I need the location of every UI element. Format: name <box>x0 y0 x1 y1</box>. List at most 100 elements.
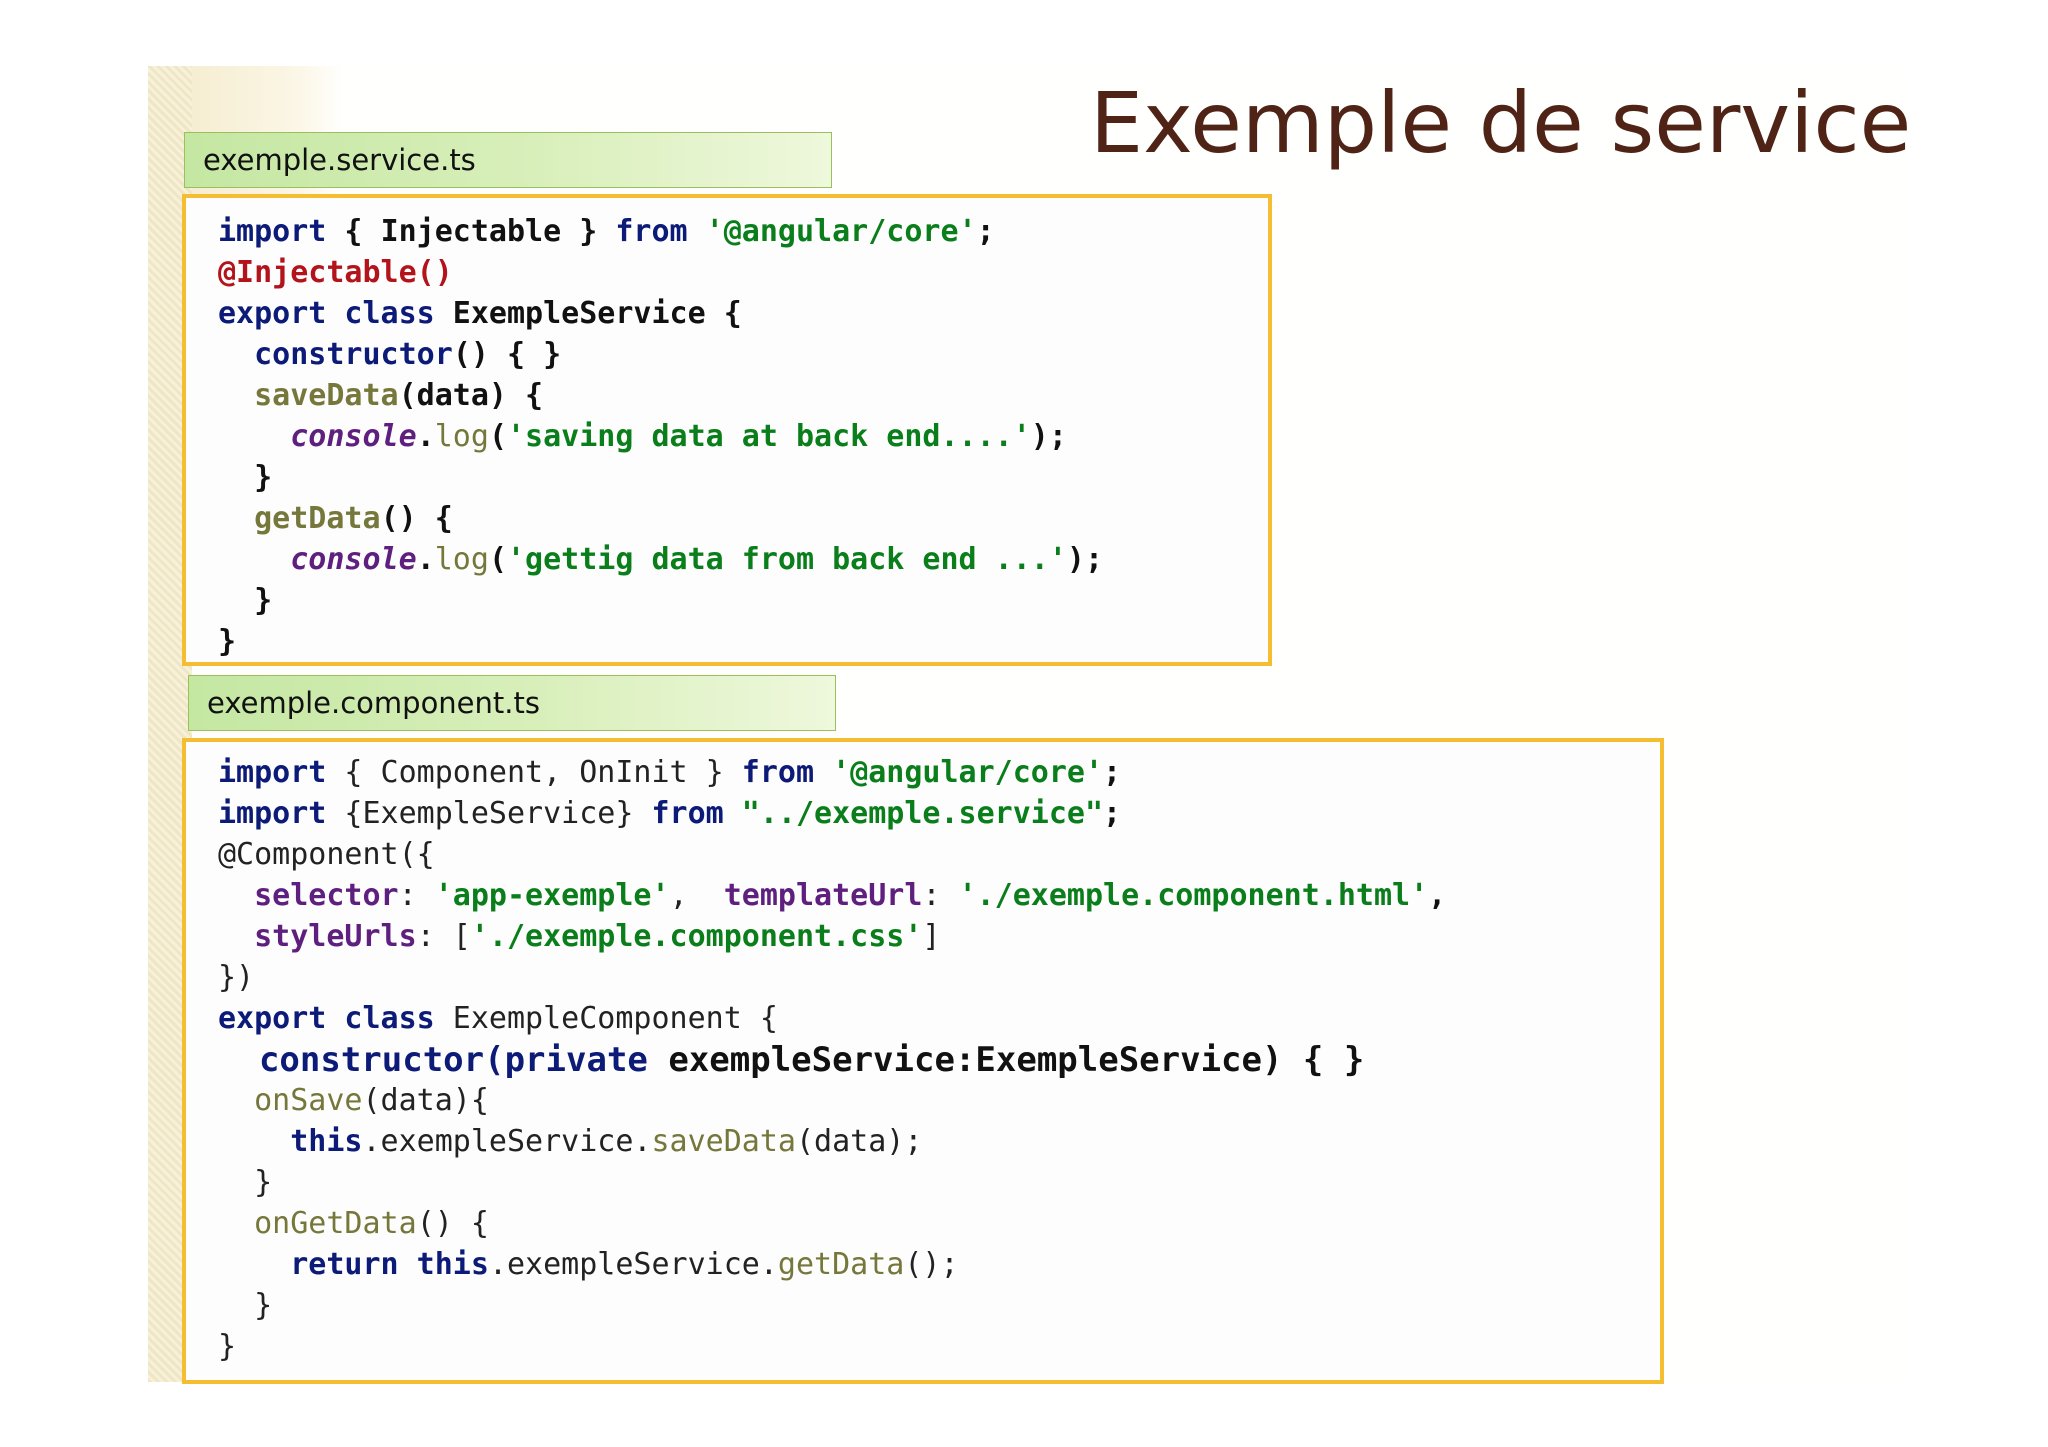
code-token <box>218 919 254 954</box>
code-token: './exemple.component.html' <box>958 878 1429 913</box>
code-token: '@angular/core' <box>705 214 977 249</box>
code-token <box>814 755 832 790</box>
code-token: } <box>218 1165 273 1200</box>
code-line: selector: 'app-exemple', templateUrl: '.… <box>218 876 1446 916</box>
code-block-component: import { Component, OnInit } from '@angu… <box>182 738 1664 1384</box>
code-token: ExempleService { <box>434 296 742 331</box>
file-label-service: exemple.service.ts <box>184 132 832 188</box>
code-token: saveData <box>254 378 399 413</box>
code-token <box>218 378 254 413</box>
code-line: constructor() { } <box>218 335 561 375</box>
code-line: console.log('saving data at back end....… <box>218 417 1067 457</box>
code-token: '@angular/core' <box>832 755 1104 790</box>
code-token: log <box>434 542 489 577</box>
code-token: console <box>290 419 417 454</box>
code-token: (data) { <box>398 378 544 413</box>
code-token: } <box>561 214 616 249</box>
code-token: export class <box>218 1001 435 1036</box>
code-token: ); <box>1066 542 1104 577</box>
code-token: from <box>615 214 688 249</box>
code-token: 'app-exemple' <box>434 878 670 913</box>
code-line: return this.exempleService.getData(); <box>218 1245 959 1285</box>
code-token: onSave <box>254 1083 363 1118</box>
code-token: } <box>218 1288 273 1323</box>
code-token: log <box>434 419 489 454</box>
code-token: 'gettig data from back end ...' <box>507 542 1067 577</box>
code-token: } <box>218 1329 237 1364</box>
code-token: . <box>416 542 435 577</box>
code-token: ExempleComponent { <box>434 1001 778 1036</box>
code-line: export class ExempleComponent { <box>218 999 778 1039</box>
code-line: saveData(data) { <box>218 376 543 416</box>
code-line: } <box>218 622 236 662</box>
code-line: import {ExempleService} from "../exemple… <box>218 794 1121 834</box>
code-token <box>218 1040 259 1080</box>
file-label-component: exemple.component.ts <box>188 675 836 731</box>
code-token: styleUrls <box>254 919 417 954</box>
code-token: () { <box>416 1206 489 1241</box>
code-line: import { Component, OnInit } from '@angu… <box>218 753 1121 793</box>
code-token: () { <box>380 501 453 536</box>
code-token: }) <box>218 960 255 995</box>
code-token: exempleService:ExempleService) { } <box>647 1040 1365 1080</box>
code-token: (); <box>904 1247 959 1282</box>
code-token <box>218 542 290 577</box>
code-token: } <box>218 624 237 659</box>
code-token: import <box>218 214 327 249</box>
code-token: getData <box>777 1247 905 1282</box>
code-token: saveData <box>651 1124 796 1159</box>
code-token: : <box>922 878 959 913</box>
code-token: this <box>290 1124 363 1159</box>
code-token: from <box>741 755 815 790</box>
code-token: console <box>290 542 417 577</box>
code-token: getData <box>254 501 381 536</box>
code-line: } <box>218 458 272 498</box>
code-token: @Component({ <box>218 837 435 872</box>
code-token: : [ <box>416 919 471 954</box>
code-token: } <box>218 583 273 618</box>
code-token <box>218 1206 254 1241</box>
code-line: getData() { <box>218 499 453 539</box>
code-token: onGetData <box>254 1206 417 1241</box>
code-token: ( <box>488 419 507 454</box>
code-token: ] <box>922 919 941 954</box>
code-line: export class ExempleService { <box>218 294 742 334</box>
code-token: (data){ <box>362 1083 489 1118</box>
code-token: constructor <box>254 337 453 372</box>
code-token <box>218 1124 290 1159</box>
code-token: ( <box>488 542 507 577</box>
code-line: } <box>218 1286 272 1326</box>
code-token <box>218 419 290 454</box>
code-token <box>218 1247 290 1282</box>
code-line: styleUrls: ['./exemple.component.css'] <box>218 917 940 957</box>
code-token: "../exemple.service" <box>741 796 1104 831</box>
code-token: import <box>218 796 327 831</box>
code-line: } <box>218 581 272 621</box>
code-token: (data); <box>795 1124 923 1159</box>
code-token: constructor(private <box>258 1040 648 1080</box>
code-token: export class <box>218 296 435 331</box>
code-token: 'saving data at back end....' <box>507 419 1031 454</box>
code-token: Injectable <box>380 214 562 249</box>
code-token: , <box>1428 878 1447 913</box>
code-line: this.exempleService.saveData(data); <box>218 1122 922 1162</box>
code-token: } <box>218 460 273 495</box>
code-token: @Injectable() <box>218 255 453 290</box>
code-line: onGetData() { <box>218 1204 489 1244</box>
code-token: : <box>398 878 435 913</box>
code-token: ; <box>1103 755 1122 790</box>
code-line: constructor(private exempleService:Exemp… <box>218 1040 1364 1080</box>
code-token: . <box>416 419 435 454</box>
code-token: from <box>651 796 724 831</box>
code-line: } <box>218 1163 272 1203</box>
code-token: ); <box>1030 419 1067 454</box>
code-line: @Injectable() <box>218 253 453 293</box>
code-line: console.log('gettig data from back end .… <box>218 540 1103 580</box>
code-token: selector <box>254 878 399 913</box>
code-token: , <box>669 878 724 913</box>
code-token: return this <box>290 1247 489 1282</box>
code-line: @Component({ <box>218 835 435 875</box>
code-token: () { } <box>452 337 562 372</box>
code-line: onSave(data){ <box>218 1081 489 1121</box>
code-token: ; <box>976 214 995 249</box>
